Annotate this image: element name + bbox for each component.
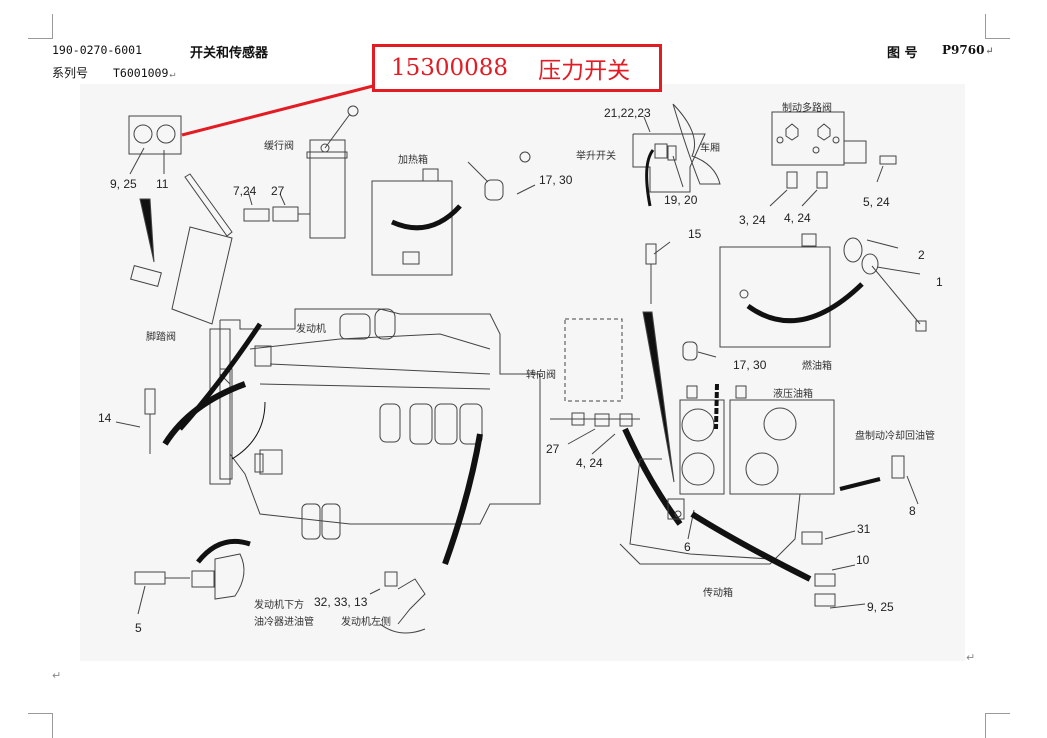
paragraph-mark-icon: ↵ <box>169 69 176 80</box>
brake-multi-valve-drawing <box>769 111 897 207</box>
pedal-valve-drawing <box>130 173 233 325</box>
callout-17-30-mid: 17, 30 <box>733 358 767 372</box>
callout-32-33-13: 32, 33, 13 <box>314 595 368 609</box>
diagram-drawing <box>115 84 927 634</box>
slow-valve-drawing <box>243 105 359 239</box>
part-name: 压力开关 <box>538 58 631 84</box>
heater-box-drawing <box>371 151 536 276</box>
callout-leader-line <box>181 84 374 137</box>
parts-diagram: 脚踏阀 缓行阀 加热箱 举升开关 车厢 制动多路阀 燃油箱 发动机 转向阀 液压… <box>80 84 965 661</box>
callout-17-30-top: 17, 30 <box>539 173 573 187</box>
callout-10: 10 <box>856 553 870 567</box>
label-lift-switch: 举升开关 <box>576 151 616 162</box>
label-cab: 车厢 <box>700 143 720 154</box>
callout-5-24: 5, 24 <box>863 195 890 209</box>
label-transmission: 传动箱 <box>703 588 733 599</box>
callout-15: 15 <box>688 227 702 241</box>
label-engine: 发动机 <box>296 324 326 335</box>
right-sensors-drawing <box>801 455 919 609</box>
callout-4-24-mid: 4, 24 <box>576 456 603 470</box>
label-engine-left-side: 发动机左侧 <box>341 617 391 628</box>
engine-drawing <box>115 308 541 540</box>
page-title: 开关和传感器 <box>190 46 269 61</box>
lift-switch-drawing <box>632 103 721 207</box>
label-engine-bottom-2: 油冷器进油管 <box>254 617 314 628</box>
series-label: 系列号 <box>52 66 89 80</box>
label-slow-valve: 缓行阀 <box>264 141 294 152</box>
part-callout-box: 15300088 压力开关 <box>372 44 662 92</box>
paragraph-mark-icon: ↵ <box>52 669 62 682</box>
label-engine-bottom-1: 发动机下方 <box>254 600 304 611</box>
callout-27-top: 27 <box>271 184 285 198</box>
sensor-15-drawing <box>642 241 675 483</box>
callout-3-24: 3, 24 <box>739 213 766 227</box>
page-corner-mark-bottom-left <box>28 713 53 738</box>
oil-cooler-drawing <box>134 538 251 615</box>
callout-9-25-top: 9, 25 <box>110 177 137 191</box>
callout-31: 31 <box>857 522 871 536</box>
callout-1: 1 <box>936 275 943 289</box>
label-hydraulic-tank: 液压油箱 <box>773 389 813 400</box>
label-heater-box: 加热箱 <box>398 155 428 166</box>
callout-19-20: 19, 20 <box>664 193 698 207</box>
label-disc-brake-return: 盘制动冷却回油管 <box>855 431 935 442</box>
callout-2: 2 <box>918 248 925 262</box>
callout-8: 8 <box>909 504 916 518</box>
callout-4-24-top: 4, 24 <box>784 211 811 225</box>
series-value: T6001009 <box>113 66 169 80</box>
callout-14: 14 <box>98 411 112 425</box>
paragraph-mark-icon: ↵ <box>966 651 976 664</box>
label-fuel-tank: 燃油箱 <box>802 361 832 372</box>
label-brake-multi-valve: 制动多路阀 <box>782 103 832 114</box>
callout-27-mid: 27 <box>546 442 560 456</box>
figure-number-row: P9760↵ <box>942 43 994 57</box>
series-row: T6001009↵ <box>113 66 175 80</box>
label-brake-pedal-valve: 脚踏阀 <box>146 332 176 343</box>
part-number: 15300088 <box>391 55 509 81</box>
page-corner-mark-top-left <box>28 14 53 39</box>
hydraulic-tank-drawing <box>619 341 881 582</box>
steering-valve-drawing <box>550 318 683 526</box>
callout-9-25-bottom: 9, 25 <box>867 600 894 614</box>
figure-label: 图 号 <box>887 46 918 61</box>
paragraph-mark-icon: ↵ <box>985 46 994 57</box>
page-corner-mark-bottom-right <box>985 713 1010 738</box>
engine-left-fitting-drawing <box>369 433 483 634</box>
callout-5: 5 <box>135 621 142 635</box>
fuel-tank-drawing <box>719 233 927 348</box>
callout-11: 11 <box>156 177 169 191</box>
callout-21-22-23: 21,22,23 <box>604 106 651 120</box>
callout-6: 6 <box>684 540 691 554</box>
callout-7-24: 7,24 <box>233 184 257 198</box>
switch-plate-drawing <box>128 115 182 175</box>
label-steering-valve: 转向阀 <box>526 370 556 381</box>
page-corner-mark-top-right <box>985 14 1010 39</box>
doc-number: 190-0270-6001 <box>52 43 143 57</box>
figure-number: P9760 <box>942 43 985 57</box>
